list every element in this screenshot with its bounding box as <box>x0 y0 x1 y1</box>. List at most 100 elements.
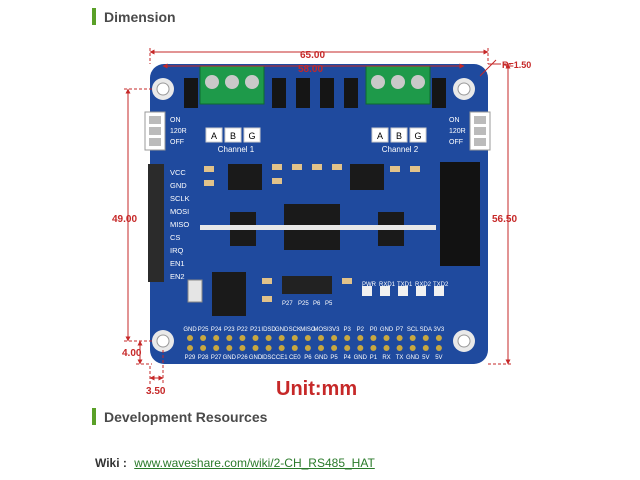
gpio-top-label: P3 <box>344 327 352 333</box>
switch-label: OFF <box>449 139 463 146</box>
gpio-pin <box>383 335 390 341</box>
gpio-pin <box>318 345 324 351</box>
jumper-label: P5 <box>325 301 333 307</box>
terminal-label: G <box>414 131 421 141</box>
pin-label: MISO <box>170 220 189 229</box>
dim-radius: R=1.50 <box>502 60 531 70</box>
gpio-bottom-label: P29 <box>185 355 196 361</box>
passive-components <box>204 164 420 302</box>
gpio-pin <box>278 335 285 341</box>
gpio-top-label: P0 <box>370 327 378 333</box>
terminal-label: B <box>230 131 236 141</box>
gpio-pin <box>213 345 220 351</box>
terminal-block-channel-1 <box>199 65 265 105</box>
wiki-label: Wiki : <box>95 456 127 470</box>
section-accent-bar <box>92 8 96 25</box>
gpio-top-label: P23 <box>224 327 235 333</box>
switch-label: ON <box>449 117 460 124</box>
gpio-bottom-label: P4 <box>344 355 352 361</box>
gpio-top-label: P24 <box>211 327 222 333</box>
channel-1-label: Channel 1 <box>218 145 255 154</box>
gpio-bottom-label: CE0 <box>289 355 301 361</box>
pin-label: VCC <box>170 168 186 177</box>
led-label: PWR <box>362 282 377 288</box>
gpio-pin <box>396 335 403 341</box>
gpio-top-label: SCK <box>289 327 301 333</box>
terminal-label: B <box>396 131 402 141</box>
led-label: TXD1 <box>397 282 413 288</box>
led-label: RXD1 <box>379 282 396 288</box>
section-accent-bar <box>92 408 96 425</box>
unit-label: Unit:mm <box>276 378 357 400</box>
gpio-pin <box>252 335 259 341</box>
gpio-pin <box>226 345 233 351</box>
gpio-pin <box>357 345 364 351</box>
divider-strip <box>200 225 436 230</box>
dim-left-offset: 3.50 <box>146 386 166 397</box>
gpio-pin <box>200 335 207 341</box>
pin-label: EN1 <box>170 259 185 268</box>
gpio-top-label: GND <box>275 327 289 333</box>
gpio-pin <box>226 335 233 341</box>
gpio-bottom-label: P1 <box>370 355 378 361</box>
gpio-pin <box>304 335 311 341</box>
dip-switch-left <box>144 111 166 151</box>
jumper-label: P27 <box>282 301 293 307</box>
terminal-label: G <box>248 131 255 141</box>
gpio-bottom-label: P26 <box>237 355 248 361</box>
gpio-pin <box>344 335 351 341</box>
gpio-pin <box>318 335 324 341</box>
section-header-development: Development Resources <box>92 408 267 425</box>
dip-switch-right <box>469 111 491 151</box>
pin-label: GND <box>170 181 187 190</box>
gpio-bottom-label: GND <box>249 355 263 361</box>
dimension-lines <box>124 48 512 384</box>
gpio-top-label: P25 <box>198 327 209 333</box>
terminal-label: A <box>211 131 217 141</box>
gpio-pin <box>422 345 429 351</box>
left-pin-header <box>148 164 164 282</box>
gpio-bottom-label: TX <box>396 355 404 361</box>
gpio-pin <box>409 345 416 351</box>
gpio-pin <box>213 335 220 341</box>
switch-label: 120R <box>449 128 466 135</box>
jumper-label: P6 <box>313 301 321 307</box>
gpio-bottom-label: P28 <box>198 355 209 361</box>
switch-label: ON <box>170 117 181 124</box>
gpio-bottom-label: P27 <box>211 355 222 361</box>
gpio-pin <box>278 345 285 351</box>
gpio-bottom-label: 5V <box>422 355 429 361</box>
gpio-top-label: MISO <box>300 327 316 333</box>
gpio-pin <box>239 335 246 341</box>
gpio-bottom-label: P5 <box>330 355 338 361</box>
gpio-pin <box>252 345 259 351</box>
gpio-top-label: GND <box>183 327 197 333</box>
top-components <box>184 78 446 108</box>
gpio-bottom-label: IDSC <box>261 355 276 361</box>
gpio-pin <box>370 335 377 341</box>
wiki-link[interactable]: www.waveshare.com/wiki/2-CH_RS485_HAT <box>134 456 375 470</box>
pin-label: IRQ <box>170 246 184 255</box>
switch-label: 120R <box>170 128 187 135</box>
gpio-pin <box>370 345 377 351</box>
gpio-pin <box>291 345 298 351</box>
gpio-pin <box>331 345 338 351</box>
jumper-label: P25 <box>298 301 309 307</box>
gpio-top-label: P7 <box>396 327 404 333</box>
mounting-holes <box>152 78 475 352</box>
pin-label: SCLK <box>170 194 190 203</box>
pin-label: EN2 <box>170 272 185 281</box>
section-header-dimension: Dimension <box>92 8 176 25</box>
gpio-pin <box>422 335 429 341</box>
gpio-bottom-label: GND <box>223 355 237 361</box>
gpio-pin <box>265 345 272 351</box>
gpio-pin <box>435 335 442 341</box>
gpio-top-label: IDSD <box>261 327 276 333</box>
jumper-block <box>282 276 332 294</box>
gpio-bottom-label: GND <box>354 355 368 361</box>
gpio-pin <box>187 345 193 351</box>
pin-label: CS <box>170 233 180 242</box>
pin-label: MOSI <box>170 207 189 216</box>
gpio-top-label: MOSI <box>313 327 329 333</box>
